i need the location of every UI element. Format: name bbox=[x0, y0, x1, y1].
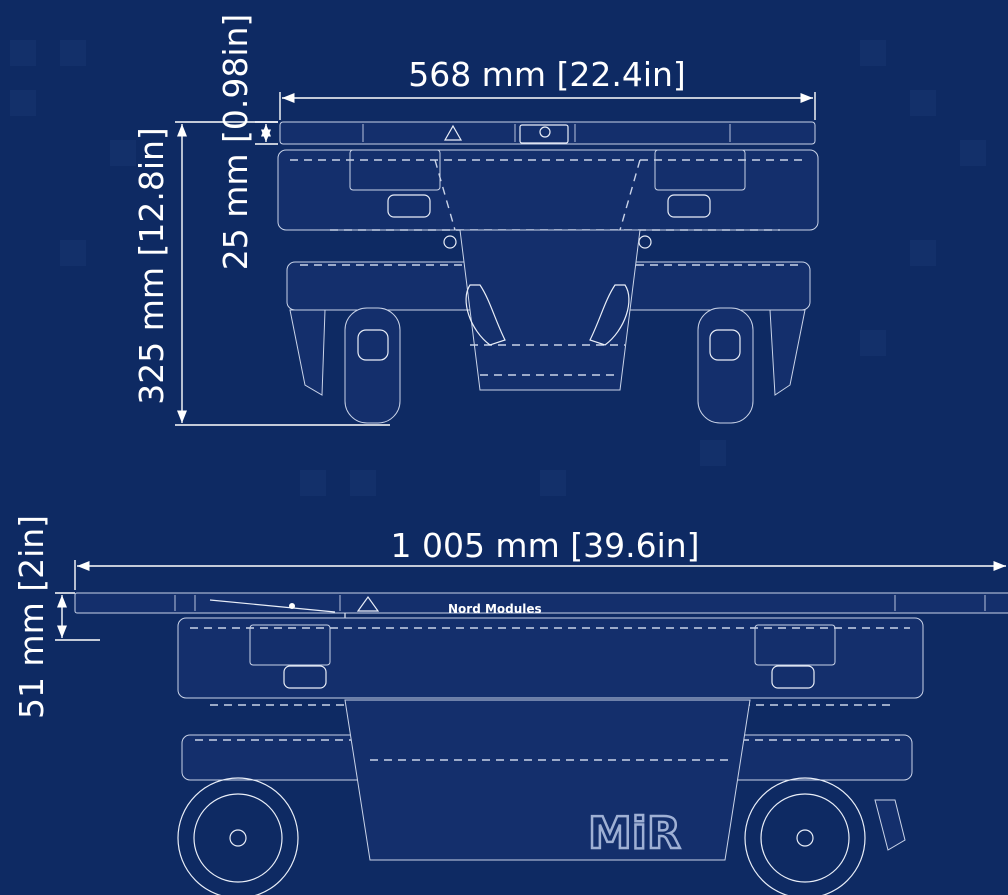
background-pattern bbox=[10, 40, 986, 496]
side-view-robot bbox=[74, 592, 1008, 895]
front-height-label: 325 mm [12.8in] bbox=[132, 127, 171, 405]
front-width-dimension bbox=[279, 92, 816, 120]
side-length-label: 1 005 mm [39.6in] bbox=[390, 526, 699, 565]
front-view-robot bbox=[277, 121, 819, 424]
side-thickness-label: 51 mm [2in] bbox=[12, 515, 51, 719]
front-width-label: 568 mm [22.4in] bbox=[408, 55, 686, 94]
nord-modules-brand: Nord Modules bbox=[448, 602, 542, 616]
top-thickness-dimension bbox=[255, 121, 278, 145]
top-thickness-label: 25 mm [0.98in] bbox=[216, 14, 255, 271]
mir-logo: MiR bbox=[588, 808, 681, 859]
side-length-dimension bbox=[74, 560, 1006, 590]
side-thickness-dimension bbox=[55, 592, 100, 641]
